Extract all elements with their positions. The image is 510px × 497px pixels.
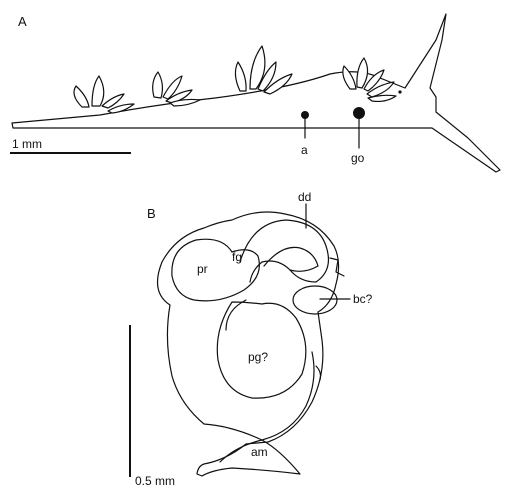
panel-b: B dd fg pr bc? pg? am 0.5 mm	[130, 190, 373, 488]
panel-a: A	[10, 14, 500, 172]
cerata-cluster-4	[343, 58, 396, 101]
gonopore-label: go	[351, 151, 365, 165]
cerata-cluster-1	[74, 76, 134, 113]
animal-body-outline	[12, 14, 500, 172]
label-fg: fg	[232, 250, 242, 264]
deferent-duct-loop	[264, 247, 318, 271]
reproductive-system-outline	[158, 212, 339, 476]
inner-duct	[226, 300, 246, 330]
eye-dot	[398, 90, 401, 93]
label-pg: pg?	[248, 350, 268, 364]
ampulla-inner-curve	[316, 366, 321, 380]
label-dd: dd	[298, 190, 311, 204]
label-am: am	[251, 445, 268, 459]
panel-b-letter: B	[147, 206, 156, 221]
prostate-outline	[172, 239, 260, 301]
label-pr: pr	[197, 262, 208, 276]
scale-label-a: 1 mm	[12, 137, 42, 151]
panel-a-letter: A	[18, 14, 27, 29]
anus-label: a	[301, 143, 308, 157]
female-gland-outline	[240, 220, 328, 282]
duct-junction	[330, 258, 344, 276]
scale-label-b: 0.5 mm	[135, 474, 175, 488]
label-bc: bc?	[353, 292, 373, 306]
cerata-cluster-2	[153, 72, 200, 106]
